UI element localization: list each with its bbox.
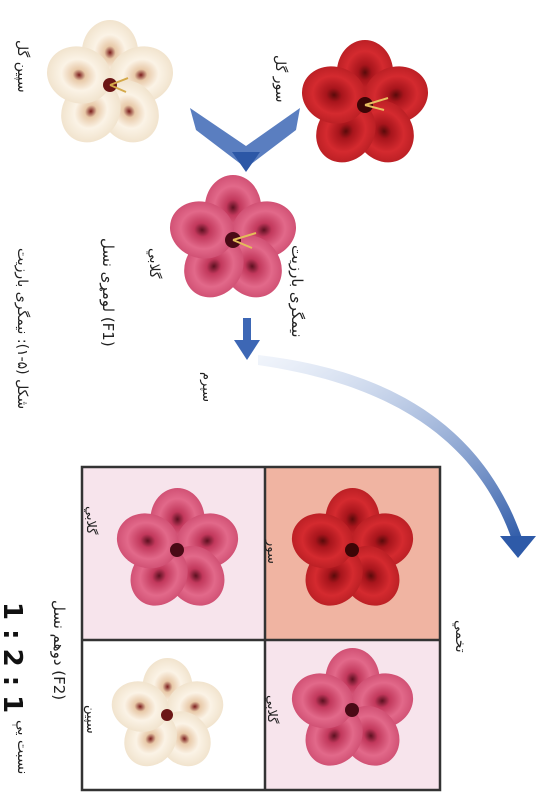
label-pink-f1: گلابي — [146, 248, 163, 279]
red-parent-flower — [294, 40, 435, 174]
label-cell-white: سپین — [83, 705, 98, 734]
punnett-square — [82, 467, 440, 790]
label-second-generation: دوهم نسل (F2) — [50, 600, 68, 700]
white-parent-flower — [39, 20, 180, 154]
label-second-arrow: سپرم — [199, 372, 214, 402]
label-self-pollination: تخمي — [452, 620, 468, 653]
ratio-value: 1 : 2 : 1 — [0, 602, 27, 713]
label-ratio: نسبت يې — [12, 720, 30, 774]
label-first-generation: لومړی نسل (F1) — [99, 238, 117, 347]
cross-arrow — [190, 108, 300, 172]
label-cell-pink-top: گلابي — [264, 695, 280, 724]
pink-f1-flower — [162, 175, 303, 309]
label-cell-red: سور — [264, 539, 279, 564]
label-cell-pink-left: گلابي — [83, 506, 99, 535]
label-incomplete-dominance-top: نیمگری بارزیت — [288, 245, 306, 338]
label-white-flower: سپین گل — [14, 40, 31, 93]
label-figure-caption: شکل (۵-۱): نیمگری بارزیت — [14, 248, 31, 409]
f1-down-arrow — [234, 318, 260, 360]
label-red-flower: سور گل — [272, 55, 289, 102]
